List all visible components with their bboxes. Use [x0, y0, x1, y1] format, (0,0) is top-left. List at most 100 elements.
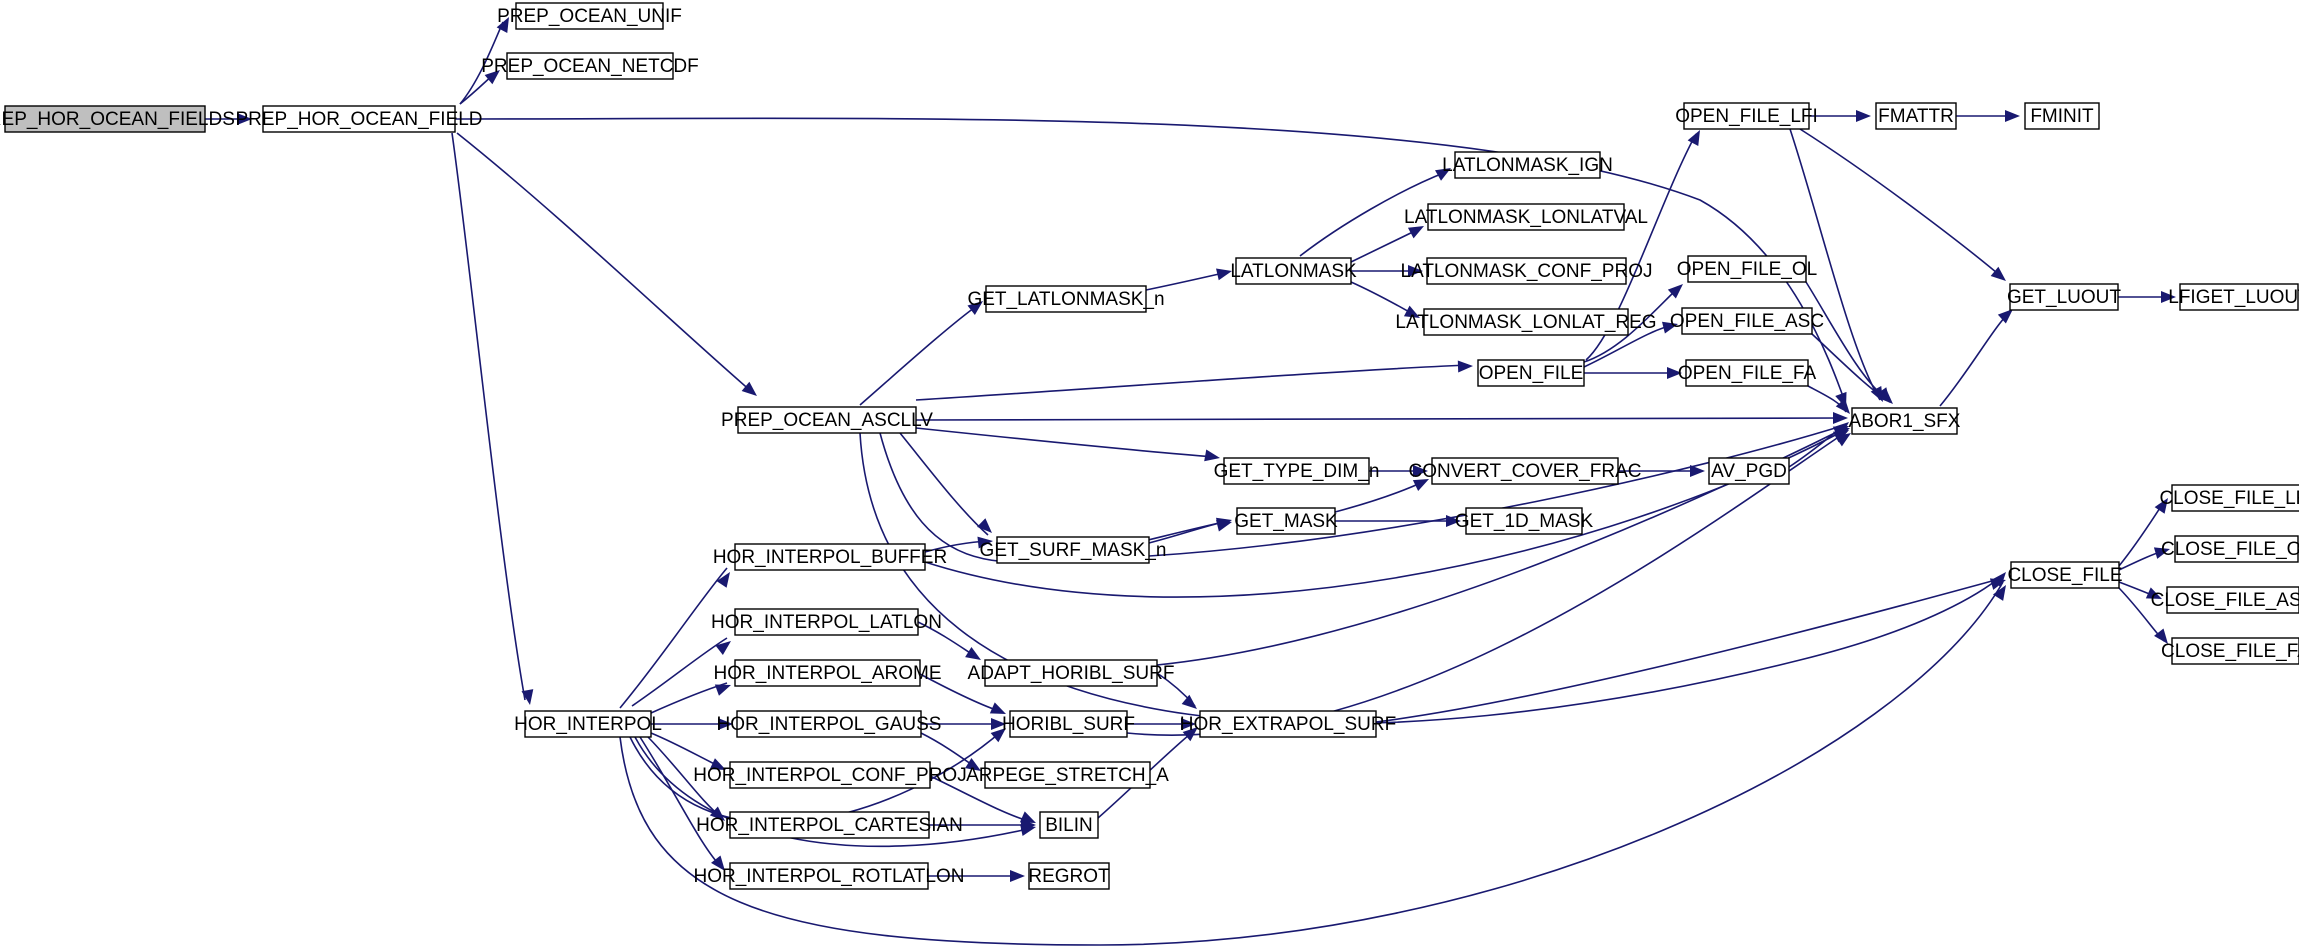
node-box-prep_ocean_netcdf[interactable] [506, 52, 674, 80]
node-hor_interpol_conf_proj[interactable]: HOR_INTERPOL_CONF_PROJ [693, 761, 967, 789]
node-open_file_asc[interactable]: OPEN_FILE_ASC [1670, 307, 1824, 335]
node-get_luout[interactable]: GET_LUOUT [2007, 283, 2121, 311]
node-box-latlonmask_lonlatval[interactable] [1427, 203, 1625, 231]
node-prep_hor_ocean_fields[interactable]: PREP_HOR_OCEAN_FIELDS [0, 105, 235, 133]
node-box-adapt_horibl_surf[interactable] [984, 659, 1158, 687]
node-convert_cover_frac[interactable]: CONVERT_COVER_FRAC [1409, 457, 1642, 485]
node-adapt_horibl_surf[interactable]: ADAPT_HORIBL_SURF [968, 659, 1175, 687]
node-box-abor1_sfx[interactable] [1851, 407, 1958, 435]
node-horibl_surf[interactable]: HORIBL_SURF [1002, 710, 1135, 738]
node-box-prep_ocean_ascllv[interactable] [737, 406, 917, 434]
node-box-hor_interpol_latlon[interactable] [734, 608, 919, 636]
node-bilin[interactable]: BILIN [1039, 811, 1099, 839]
node-box-hor_extrapol_surf[interactable] [1199, 710, 1377, 738]
node-box-latlonmask_ign[interactable] [1454, 151, 1601, 179]
node-box-arpege_stretch_a[interactable] [984, 761, 1151, 789]
node-hor_extrapol_surf[interactable]: HOR_EXTRAPOL_SURF [1180, 710, 1396, 738]
node-box-get_type_dim_n[interactable] [1223, 457, 1370, 485]
node-lfiget_luout[interactable]: LFIGET_LUOUT [2168, 283, 2299, 311]
node-hor_interpol_cartesian[interactable]: HOR_INTERPOL_CARTESIAN [696, 811, 963, 839]
arrow-head-icon [991, 718, 1006, 730]
node-prep_ocean_unif[interactable]: PREP_OCEAN_UNIF [497, 2, 682, 30]
node-close_file_fa[interactable]: CLOSE_FILE_FA [2161, 637, 2299, 665]
node-box-hor_interpol_buffer[interactable] [734, 543, 926, 571]
node-regrot[interactable]: REGROT [1028, 862, 1110, 890]
node-box-get_mask[interactable] [1236, 507, 1336, 535]
node-box-close_file_fa[interactable] [2171, 637, 2299, 665]
node-hor_interpol[interactable]: HOR_INTERPOL [514, 710, 662, 738]
node-box-get_luout[interactable] [2009, 283, 2119, 311]
node-box-fminit[interactable] [2024, 102, 2100, 130]
node-box-horibl_surf[interactable] [1009, 710, 1128, 738]
node-fmattr[interactable]: FMATTR [1875, 102, 1957, 130]
node-box-close_file_ol[interactable] [2174, 535, 2299, 563]
node-fminit[interactable]: FMINIT [2024, 102, 2100, 130]
node-box-convert_cover_frac[interactable] [1431, 457, 1619, 485]
node-box-fmattr[interactable] [1875, 102, 1957, 130]
node-box-hor_interpol[interactable] [524, 710, 652, 738]
node-box-open_file_fa[interactable] [1685, 359, 1809, 387]
node-get_mask[interactable]: GET_MASK [1234, 507, 1338, 535]
node-box-close_file_lfi[interactable] [2171, 484, 2299, 512]
node-close_file[interactable]: CLOSE_FILE [2007, 561, 2123, 589]
node-box-hor_interpol_cartesian[interactable] [729, 811, 930, 839]
arrow-head-icon [1204, 449, 1220, 462]
node-box-hor_interpol_conf_proj[interactable] [729, 761, 931, 789]
node-hor_interpol_buffer[interactable]: HOR_INTERPOL_BUFFER [713, 543, 947, 571]
node-get_type_dim_n[interactable]: GET_TYPE_DIM_n [1214, 457, 1380, 485]
node-box-av_pgd[interactable] [1708, 457, 1790, 485]
node-box-open_file_ol[interactable] [1687, 255, 1807, 283]
call-edge-prep_ocean_ascllv-to-get_type_dim_n [915, 427, 1216, 458]
node-av_pgd[interactable]: AV_PGD [1708, 457, 1790, 485]
node-get_latlonmask_n[interactable]: GET_LATLONMASK_n [967, 285, 1165, 313]
node-box-latlonmask[interactable] [1235, 257, 1352, 285]
node-hor_interpol_latlon[interactable]: HOR_INTERPOL_LATLON [711, 608, 942, 636]
node-box-prep_ocean_unif[interactable] [515, 2, 664, 30]
node-open_file[interactable]: OPEN_FILE [1477, 359, 1585, 387]
node-hor_interpol_arome[interactable]: HOR_INTERPOL_AROME [713, 659, 942, 687]
node-hor_interpol_rotlatlon[interactable]: HOR_INTERPOL_ROTLATLON [694, 862, 965, 890]
node-prep_ocean_netcdf[interactable]: PREP_OCEAN_NETCDF [481, 52, 699, 80]
node-box-bilin[interactable] [1039, 811, 1099, 839]
node-box-latlonmask_lonlat_reg[interactable] [1423, 308, 1629, 336]
node-box-open_file_lfi[interactable] [1683, 102, 1810, 130]
node-get_surf_mask_n[interactable]: GET_SURF_MASK_n [980, 536, 1167, 564]
node-latlonmask_ign[interactable]: LATLONMASK_IGN [1442, 151, 1613, 179]
node-close_file_asc[interactable]: CLOSE_FILE_ASC [2151, 586, 2299, 614]
call-edge-latlonmask-to-latlonmask_lonlatval [1350, 228, 1420, 263]
node-box-close_file[interactable] [2010, 561, 2120, 589]
node-arpege_stretch_a[interactable]: ARPEGE_STRETCH_A [966, 761, 1169, 789]
node-box-open_file_asc[interactable] [1681, 307, 1813, 335]
node-close_file_ol[interactable]: CLOSE_FILE_OL [2161, 535, 2299, 563]
node-prep_ocean_ascllv[interactable]: PREP_OCEAN_ASCLLV [721, 406, 933, 434]
node-box-hor_interpol_rotlatlon[interactable] [729, 862, 929, 890]
node-box-open_file[interactable] [1477, 359, 1585, 387]
node-open_file_fa[interactable]: OPEN_FILE_FA [1678, 359, 1817, 387]
node-latlonmask[interactable]: LATLONMASK [1230, 257, 1357, 285]
node-hor_interpol_gauss[interactable]: HOR_INTERPOL_GAUSS [717, 710, 942, 738]
node-box-get_1d_mask[interactable] [1465, 507, 1583, 535]
node-prep_hor_ocean_field[interactable]: PREP_HOR_OCEAN_FIELD [235, 105, 483, 133]
node-open_file_lfi[interactable]: OPEN_FILE_LFI [1675, 102, 1818, 130]
node-box-regrot[interactable] [1028, 862, 1110, 890]
node-box-close_file_asc[interactable] [2166, 586, 2299, 614]
node-box-prep_hor_ocean_fields[interactable] [4, 105, 206, 133]
node-box-get_latlonmask_n[interactable] [985, 285, 1147, 313]
node-box-latlonmask_conf_proj[interactable] [1426, 257, 1627, 285]
arrow-head-icon [977, 518, 992, 533]
node-latlonmask_conf_proj[interactable]: LATLONMASK_CONF_PROJ [1401, 257, 1653, 285]
node-open_file_ol[interactable]: OPEN_FILE_OL [1677, 255, 1817, 283]
node-get_1d_mask[interactable]: GET_1D_MASK [1455, 507, 1594, 535]
node-latlonmask_lonlatval[interactable]: LATLONMASK_LONLATVAL [1404, 203, 1648, 231]
node-box-hor_interpol_gauss[interactable] [736, 710, 922, 738]
node-latlonmask_lonlat_reg[interactable]: LATLONMASK_LONLAT_REG [1395, 308, 1657, 336]
arrow-head-icon [1215, 517, 1232, 530]
node-abor1_sfx[interactable]: ABOR1_SFX [1849, 407, 1961, 435]
node-box-hor_interpol_arome[interactable] [734, 659, 921, 687]
node-close_file_lfi[interactable]: CLOSE_FILE_LFI [2159, 484, 2299, 512]
arrow-head-icon [1661, 321, 1678, 334]
node-box-get_surf_mask_n[interactable] [996, 536, 1150, 564]
node-box-prep_hor_ocean_field[interactable] [262, 105, 456, 133]
node-box-lfiget_luout[interactable] [2179, 283, 2299, 311]
